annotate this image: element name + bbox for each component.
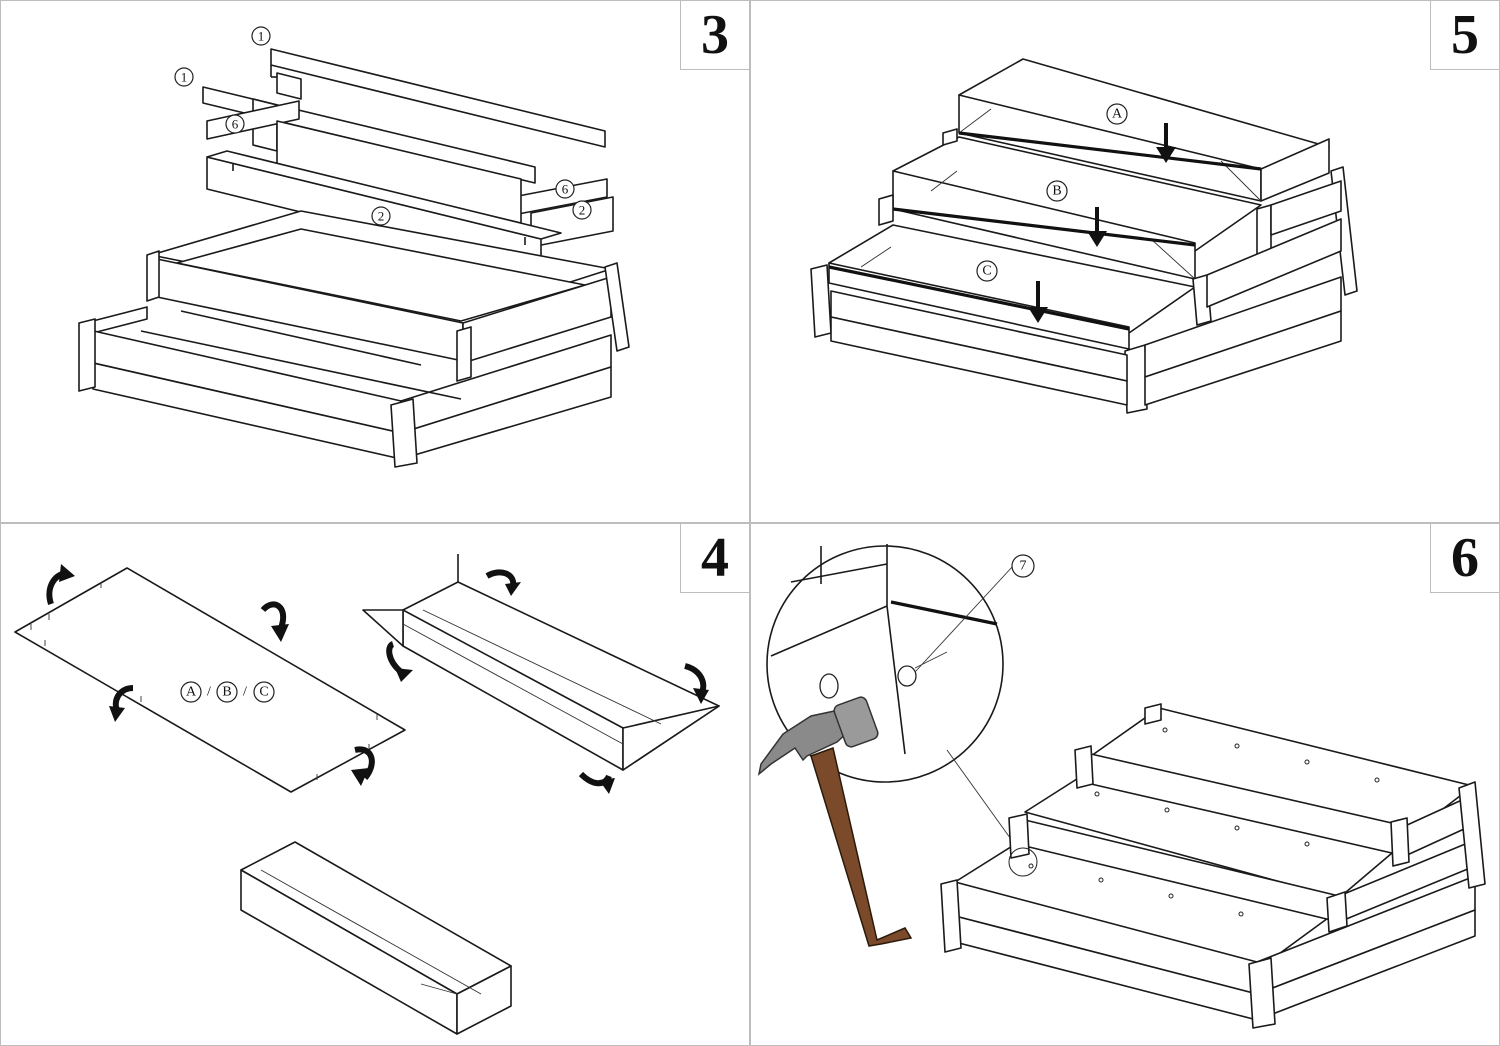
curved-arrow-icon	[684, 663, 709, 704]
callout-c	[976, 260, 998, 282]
separator: /	[207, 685, 211, 700]
callout-1-top-label: 1	[258, 29, 265, 44]
flat-liner-sheet	[14, 567, 406, 793]
callout-b	[1046, 180, 1068, 202]
step-6-drawing: 7	[757, 544, 1486, 1029]
curved-arrow-icon	[351, 746, 375, 786]
callout-c-label: C	[982, 264, 991, 279]
callout-a	[1106, 103, 1128, 125]
down-arrow-icon	[1028, 281, 1048, 323]
callout-abc: A / B / C	[180, 681, 275, 703]
step-5-panel: 5	[750, 0, 1500, 523]
step-number: 3	[680, 1, 749, 70]
callout-7-label: 7	[1020, 559, 1027, 574]
magnifier-circle-icon	[766, 544, 1014, 843]
liner-a	[958, 58, 1330, 202]
curved-arrow-icon	[386, 641, 413, 682]
step-4-panel: 4 A / B / C	[0, 523, 750, 1046]
upper-tier-frame	[146, 210, 630, 382]
callout-2-front-label: 2	[378, 209, 385, 224]
step-6-panel: 6 7	[750, 523, 1500, 1046]
step-4-drawing: A / B / C	[14, 554, 720, 1035]
callout-6-left-label: 6	[232, 117, 239, 132]
step-5-drawing: A B C	[810, 58, 1358, 414]
tiered-frame	[810, 128, 1358, 414]
callout-c-label: C	[259, 685, 268, 700]
lower-tier-frame	[78, 306, 612, 468]
callout-1-top	[251, 26, 271, 46]
callout-b-label: B	[1052, 184, 1061, 199]
down-arrow-icon	[1087, 207, 1107, 247]
callout-1-front	[174, 67, 194, 87]
step-3-drawing: 1 1 6 6 2 2	[78, 26, 630, 468]
callout-2-right	[572, 200, 592, 220]
step-number: 6	[1430, 524, 1499, 593]
callout-6-left	[225, 114, 245, 134]
callout-1-front-label: 1	[181, 70, 188, 85]
step-3-panel: 3 1 1 6 6	[0, 0, 750, 523]
folding-liner	[362, 554, 720, 771]
callout-6-right	[555, 179, 575, 199]
callout-b-label: B	[222, 685, 231, 700]
callout-2-front	[371, 206, 391, 226]
hammer-icon	[757, 696, 913, 947]
three-tier-bed	[940, 703, 1486, 1029]
curved-arrow-icon	[578, 771, 615, 794]
curved-arrow-icon	[260, 601, 289, 642]
down-arrow-icon	[1156, 123, 1176, 163]
curved-arrow-icon	[46, 564, 75, 605]
step-number: 4	[680, 524, 749, 593]
callout-a-label: A	[186, 685, 197, 700]
folded-liner-box	[240, 841, 512, 1035]
separator: /	[243, 685, 247, 700]
callout-7	[1011, 554, 1035, 578]
curved-arrow-icon	[109, 685, 134, 722]
curved-arrow-icon	[485, 569, 521, 596]
callout-2-right-label: 2	[579, 203, 586, 218]
callout-a-label: A	[1112, 107, 1123, 122]
step-number: 5	[1430, 1, 1499, 70]
callout-6-right-label: 6	[562, 182, 569, 197]
